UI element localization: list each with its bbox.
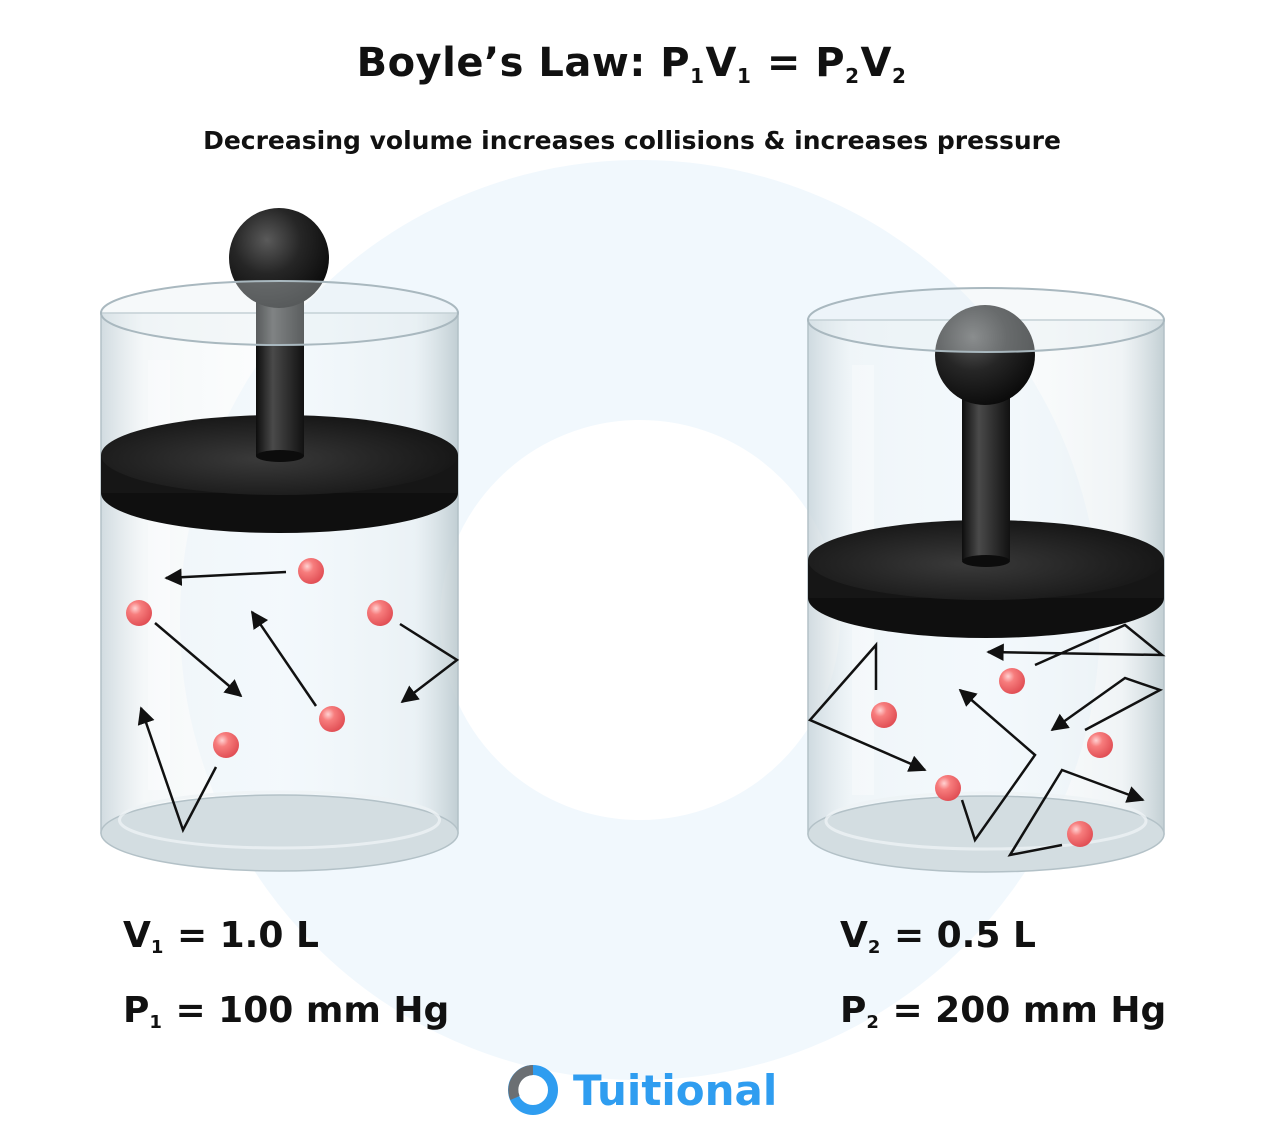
molecule: [319, 706, 345, 732]
molecule: [367, 600, 393, 626]
left-volume-readout: V1 = 1.0 L: [123, 915, 319, 959]
left-piston: [101, 208, 458, 533]
brand-logo: Tuitional: [505, 1062, 777, 1118]
right-molecule-paths: [807, 623, 1166, 857]
molecule: [126, 600, 152, 626]
subtitle: Decreasing volume increases collisions &…: [203, 126, 1061, 155]
left-molecules: [126, 558, 393, 758]
right-cylinder-rim: [807, 287, 1165, 353]
molecule: [935, 775, 961, 801]
brand-ring-icon: [508, 1065, 558, 1115]
right-piston-knob: [935, 305, 1035, 405]
molecule: [1067, 821, 1093, 847]
left-molecule-paths: [137, 568, 460, 834]
right-molecules: [871, 668, 1113, 847]
left-pressure-readout: P1 = 100 mm Hg: [123, 990, 450, 1034]
molecule: [1087, 732, 1113, 758]
molecule: [213, 732, 239, 758]
molecule: [298, 558, 324, 584]
molecule: [999, 668, 1025, 694]
right-pressure-readout: P2 = 200 mm Hg: [840, 990, 1167, 1034]
molecule: [871, 702, 897, 728]
brand-name: Tuitional: [573, 1065, 778, 1115]
page-title: Boyle’s Law: P1V1 = P2V2: [356, 40, 907, 88]
left-piston-knob: [229, 208, 329, 308]
right-volume-readout: V2 = 0.5 L: [840, 915, 1036, 959]
left-cylinder-rim: [100, 280, 459, 346]
right-piston: [808, 305, 1164, 638]
